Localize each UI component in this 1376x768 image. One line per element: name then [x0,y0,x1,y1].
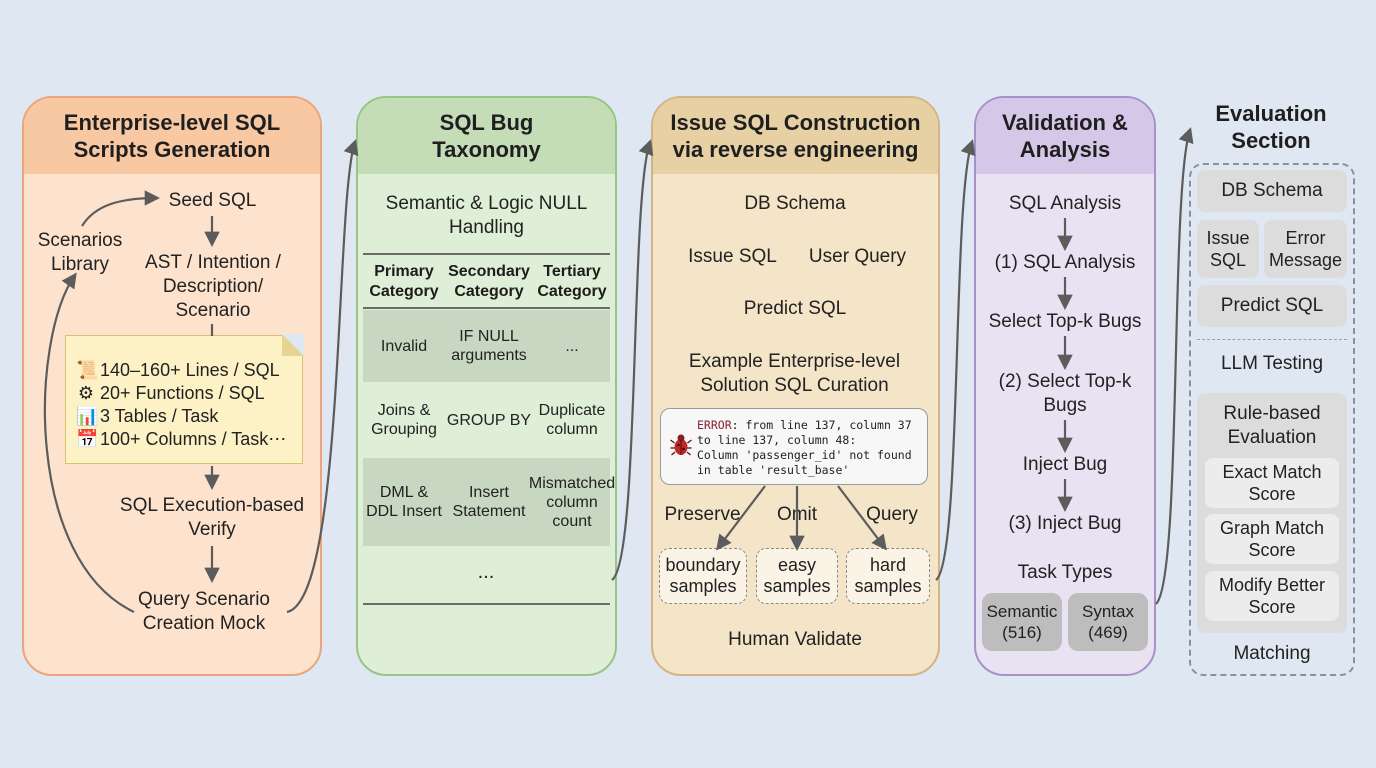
issue-sql-label: Issue SQL [688,246,777,267]
table-bottom-rule [363,603,610,605]
panel-script-generation-title: Enterprise-level SQL Scripts Generation [24,98,320,174]
exact-match-score: Exact Match Score [1205,458,1339,508]
table-top-rule [363,253,610,255]
solution-curation-label: Example Enterprise-level Solution SQL Cu… [688,351,901,396]
boundary-samples-box: boundary samples [659,548,747,604]
taxonomy-subtitle: Semantic & Logic NULL Handling [385,193,588,238]
query-scenario-mock-label: Query Scenario Creation Mock [137,589,270,634]
panel-bug-taxonomy: SQL Bug Taxonomy [356,96,617,676]
calendar-icon: 📅 [76,429,99,449]
panel-issue-sql-title: Issue SQL Construction via reverse engin… [653,98,938,174]
preserve-label: Preserve [664,504,741,525]
panel-bug-taxonomy-title: SQL Bug Taxonomy [358,98,615,174]
eval-db-schema: DB Schema [1197,170,1347,212]
bug-icon [670,434,692,456]
seed-sql-label: Seed SQL [168,190,257,211]
query-label: Query [866,504,918,525]
col-header-tertiary: Tertiary Category [537,263,607,300]
step-inject-bug: Inject Bug [1022,454,1108,475]
easy-samples-box: easy samples [756,548,838,604]
col-header-secondary: Secondary Category [448,263,530,300]
table-row [363,310,610,382]
scenarios-library-label: Scenarios Library [37,230,123,275]
table-row [363,458,610,546]
row3-tertiary: Mismatched column count [528,474,616,530]
llm-testing-label: LLM Testing [1220,353,1324,374]
note-fold-corner [282,334,304,356]
table-ellipsis: ... [477,561,495,583]
panel-validation-analysis: Validation & Analysis [974,96,1156,676]
sql-stats-note: 📜140–160+ Lines / SQL ⚙20+ Functions / S… [65,334,304,464]
predict-sql-label: Predict SQL [743,298,847,319]
row1-secondary: IF NULL arguments [451,328,527,364]
table-header-rule [363,307,610,309]
human-validate-label: Human Validate [728,629,862,650]
note-line-columns-text: 100+ Columns / Task⋯ [100,429,287,449]
arrow-p4-to-p5 [1155,127,1194,605]
ast-intention-label: AST / Intention / Description/ Scenario [145,252,281,321]
panel-validation-title: Validation & Analysis [976,98,1154,174]
error-message-box: ERROR: from line 137, column 37 to line … [660,408,928,485]
row3-secondary: Insert Statement [452,484,526,520]
row3-primary: DML & DDL Insert [366,484,442,520]
eval-error-message: Error Message [1264,220,1347,278]
error-keyword: ERROR [697,418,732,432]
eval-predict-sql: Predict SQL [1197,285,1347,327]
row1-tertiary: ... [565,337,579,355]
row2-tertiary: Duplicate column [538,402,606,438]
syntax-task-badge: Syntax (469) [1068,593,1148,651]
eval-divider [1197,339,1347,340]
db-schema-label: DB Schema [744,193,846,214]
row2-secondary: GROUP BY [446,411,532,429]
error-detail: : from line 137, column 37 to line 137, … [697,418,912,477]
semantic-task-badge: Semantic (516) [982,593,1062,651]
omit-label: Omit [776,504,818,525]
step-sql-analysis: SQL Analysis [1008,193,1122,214]
modify-better-score: Modify Better Score [1205,571,1339,621]
step-3-inject-bug: (3) Inject Bug [1008,513,1122,534]
bar-chart-icon: 📊 [76,406,99,426]
step-select-topk: Select Top-k Bugs [988,311,1142,332]
note-line-lines: 📜140–160+ Lines / SQL [76,359,280,381]
note-line-functions: ⚙20+ Functions / SQL [76,382,265,404]
user-query-label: User Query [808,246,907,267]
hard-samples-box: hard samples [846,548,930,604]
sql-execution-verify-label: SQL Execution-based Verify [119,495,305,540]
arrow-p2-to-p3 [611,139,654,581]
note-line-tables-text: 3 Tables / Task [100,406,219,426]
step-1-sql-analysis: (1) SQL Analysis [994,252,1136,273]
row1-primary: Invalid [380,337,428,355]
row2-primary: Joins & Grouping [371,402,437,438]
note-line-tables: 📊3 Tables / Task [76,405,218,427]
scroll-icon: 📜 [76,360,99,380]
note-line-lines-text: 140–160+ Lines / SQL [100,360,280,380]
evaluation-section-title: Evaluation Section [1215,101,1327,153]
note-line-columns: 📅100+ Columns / Task⋯ [76,428,286,450]
graph-match-score: Graph Match Score [1205,514,1339,564]
task-types-label: Task Types [1017,562,1113,583]
gear-icon: ⚙ [77,383,95,403]
matching-label: Matching [1233,643,1311,664]
eval-issue-sql: Issue SQL [1197,220,1259,278]
step-2-select-topk: (2) Select Top-k Bugs [998,371,1132,416]
error-message-text: ERROR: from line 137, column 37 to line … [697,418,925,478]
rule-based-label: Rule-based Evaluation [1223,403,1321,448]
col-header-primary: Primary Category [369,263,439,300]
note-line-functions-text: 20+ Functions / SQL [100,383,265,403]
arrow-p3-to-p4 [935,139,976,581]
